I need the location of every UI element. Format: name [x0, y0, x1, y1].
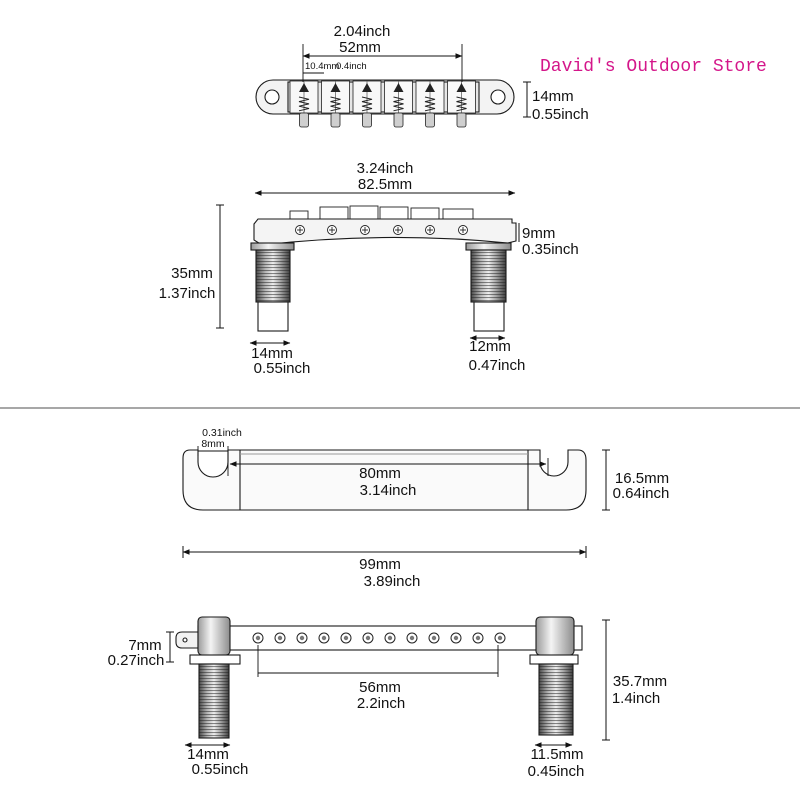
bridge-body	[253, 218, 517, 246]
label-body-mm: 9mm	[522, 225, 555, 242]
saddle	[349, 205, 379, 220]
stud-threads	[539, 664, 573, 735]
label-height-inch: 1.37inch	[159, 285, 216, 302]
stud-head	[197, 616, 231, 656]
label-right-post-inch: 0.47inch	[469, 357, 526, 374]
intonation-spring	[456, 96, 467, 112]
intonation-screw	[393, 112, 404, 128]
post-flange	[465, 242, 512, 251]
intonation-screw	[362, 112, 372, 128]
intonation-spring	[298, 96, 310, 112]
label-height-mm: 35.7mm	[613, 673, 667, 690]
label-right-stud-mm: 11.5mm	[530, 746, 583, 763]
stud-head	[535, 616, 575, 656]
mounting-hole	[490, 89, 506, 105]
intonation-screw	[425, 112, 435, 128]
string-hole-inner	[431, 635, 437, 641]
stud-threads	[199, 664, 229, 738]
saddle-notch	[362, 83, 372, 92]
string-holes-group	[252, 632, 506, 644]
saddle-notch	[299, 83, 309, 92]
label-hole-span-inch: 2.2inch	[357, 695, 405, 712]
saddles-group	[289, 80, 476, 128]
label-end-mm: 7mm	[128, 637, 161, 654]
store-watermark: David's Outdoor Store	[540, 57, 767, 77]
string-hole-inner	[299, 635, 305, 641]
intonation-screw	[299, 112, 309, 128]
string-hole-inner	[497, 635, 503, 641]
label-depth-mm: 16.5mm	[615, 470, 669, 487]
screws-group	[295, 225, 468, 235]
label-depth-inch: 0.64inch	[613, 485, 670, 502]
intonation-spring	[424, 96, 436, 112]
string-hole-inner	[409, 635, 415, 641]
label-length-mm: 82.5mm	[358, 176, 412, 193]
saddle	[442, 208, 474, 220]
label-spacing-mm: 10.4mm	[305, 61, 339, 72]
mounting-hole	[264, 89, 280, 105]
label-body-inch: 0.35inch	[522, 241, 579, 258]
label-left-post-mm: 14mm	[251, 345, 293, 362]
stud-washer	[189, 654, 241, 665]
tailpiece-side-view: 7mm 0.27inch 56mm 2.2inch 35.7mm 1.4inch…	[108, 616, 667, 780]
label-length-mm: 99mm	[359, 556, 401, 573]
post-anchor	[473, 301, 505, 332]
label-inner-mm: 80mm	[359, 465, 401, 482]
label-height-inch: 1.4inch	[612, 690, 660, 707]
label-end-inch: 0.27inch	[108, 652, 165, 669]
saddle	[410, 207, 440, 220]
post-threads	[471, 250, 506, 302]
label-height-mm: 14mm	[532, 88, 574, 105]
label-inner-inch: 3.14inch	[360, 482, 417, 499]
intonation-screw	[456, 112, 467, 128]
intonation-screw	[330, 112, 341, 128]
saddle-notch	[393, 83, 404, 92]
post-anchor	[257, 301, 289, 332]
label-right-stud-inch: 0.45inch	[528, 763, 585, 780]
label-left-stud-inch: 0.55inch	[192, 761, 249, 778]
string-hole-inner	[475, 635, 481, 641]
string-hole-inner	[321, 635, 327, 641]
stud-washer	[529, 654, 579, 665]
label-width-mm: 52mm	[339, 39, 381, 56]
saddles-group	[289, 205, 474, 220]
label-height-mm: 35mm	[171, 265, 213, 282]
label-height-inch: 0.55inch	[532, 106, 589, 123]
string-hole-inner	[453, 635, 459, 641]
post-flange	[250, 242, 295, 251]
bridge-side-view: 3.24inch 82.5mm 9mm 0.35inch 35mm 1.37in…	[159, 160, 579, 377]
string-hole-inner	[365, 635, 371, 641]
tailpiece-top-view: 0.31inch 8mm 80mm 3.14inch 16.5mm 0.64in…	[182, 427, 670, 590]
end-tab-hole	[182, 637, 188, 643]
label-left-post-inch: 0.55inch	[254, 360, 311, 377]
label-length-inch: 3.89inch	[364, 573, 421, 590]
string-hole-inner	[255, 635, 261, 641]
intonation-spring	[361, 96, 373, 112]
string-hole-inner	[277, 635, 283, 641]
label-right-post-mm: 12mm	[469, 338, 511, 355]
label-left-stud-mm: 14mm	[187, 746, 229, 763]
label-width-inch: 2.04inch	[334, 23, 391, 40]
string-hole-inner	[387, 635, 393, 641]
saddle	[379, 206, 409, 220]
intonation-spring	[330, 96, 341, 112]
saddle-notch	[456, 83, 467, 92]
tailpiece-end-tab	[175, 631, 201, 649]
post-threads	[256, 250, 290, 302]
saddle-notch	[330, 83, 341, 92]
label-hole-span-mm: 56mm	[359, 679, 401, 696]
label-spacing-inch: 0.4inch	[336, 61, 367, 72]
label-slot-mm: 8mm	[201, 438, 225, 450]
saddle-notch	[425, 83, 435, 92]
saddle	[289, 210, 309, 220]
saddle	[319, 206, 349, 220]
label-slot-inch: 0.31inch	[202, 427, 242, 439]
bridge-top-view: 2.04inch 52mm 10.4mm 0.4inch 14mm 0.55in…	[255, 23, 589, 128]
intonation-spring	[393, 96, 404, 112]
string-hole-inner	[343, 635, 349, 641]
label-length-inch: 3.24inch	[357, 160, 414, 177]
